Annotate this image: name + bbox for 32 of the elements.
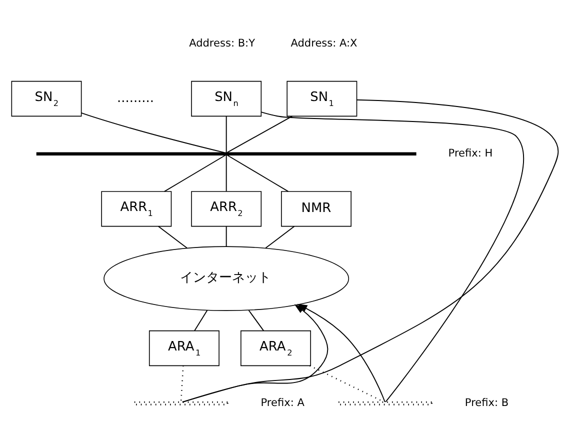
node-label: Prefix: B: [464, 396, 509, 409]
connector: [158, 225, 188, 248]
connector: [226, 154, 227, 192]
node-bar: [36, 152, 416, 155]
node-box: SN$_{2}$: [11, 80, 82, 116]
node-box: ARA$_{1}$: [148, 330, 220, 366]
node-box: SN$_{1}$: [286, 80, 358, 116]
node-box: SN$_{n}$: [191, 80, 262, 116]
node-box: ARA$_{2}$: [240, 330, 311, 366]
connector: [226, 115, 227, 152]
connector: [226, 226, 227, 247]
node-label: Prefix: H: [448, 147, 493, 160]
node-label: Prefix: A: [260, 396, 304, 409]
node-label: Address: B:Y: [189, 36, 256, 49]
node-bar: [134, 400, 228, 405]
node-box: ARR$_{1}$: [101, 190, 172, 226]
connector: [194, 309, 208, 331]
connector: [226, 115, 293, 152]
connector: [80, 112, 225, 153]
connector: [265, 225, 295, 248]
connector: [164, 154, 226, 192]
connector: [180, 365, 184, 402]
node-label: Address: A:X: [290, 36, 358, 49]
connector: [182, 98, 559, 402]
node-bar: [338, 400, 432, 405]
connector: [226, 154, 289, 192]
arrow: [297, 303, 386, 402]
node-box: NMR: [281, 190, 352, 226]
connector: [248, 309, 264, 331]
label: .........: [116, 90, 154, 106]
node-box: ARR$_{2}$: [191, 190, 262, 226]
connector: [260, 111, 524, 402]
